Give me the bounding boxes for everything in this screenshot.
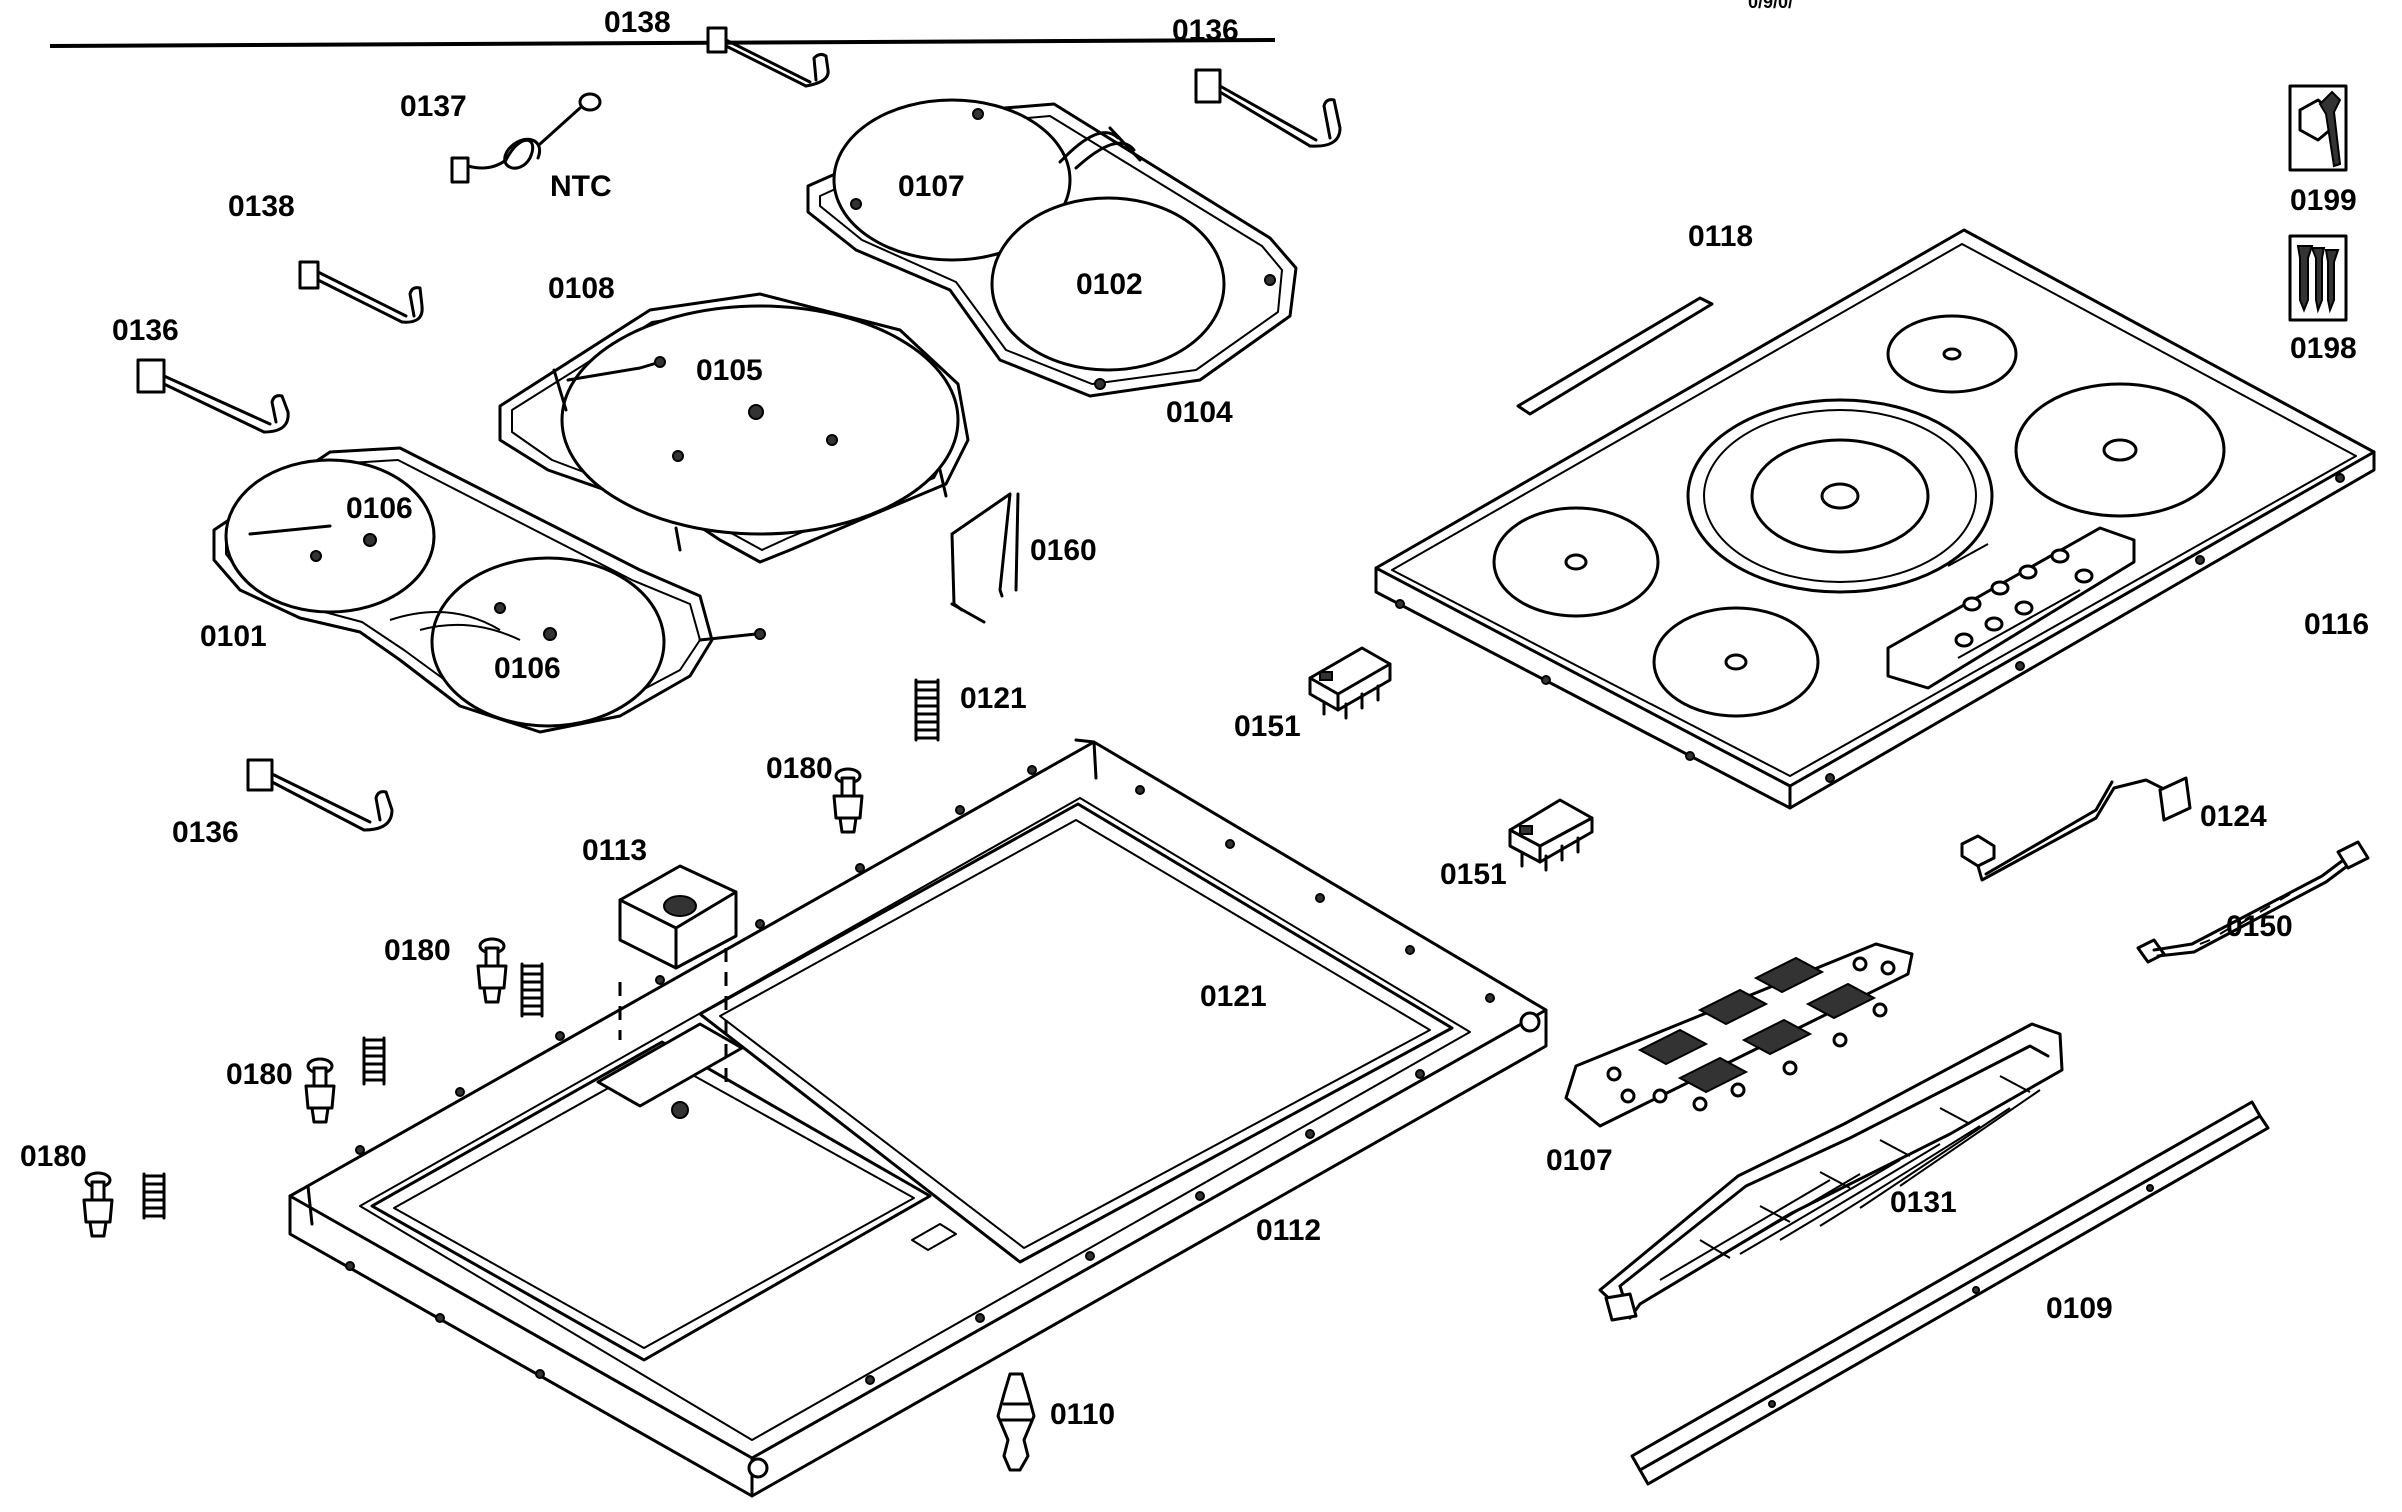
label-ntc: NTC (550, 170, 612, 203)
part-0180-foot-b[interactable] (476, 937, 508, 1004)
part-0113-bracket[interactable] (618, 864, 738, 970)
label-0106-a: 0106 (346, 492, 413, 525)
part-0136-bottom-wire[interactable] (246, 758, 394, 832)
label-0102: 0102 (1076, 268, 1143, 301)
label-0151-b: 0151 (1440, 858, 1507, 891)
label-0180-d: 0180 (20, 1140, 87, 1173)
part-0138-top-wire[interactable] (706, 26, 830, 88)
part-0101-heater-frame[interactable] (212, 446, 766, 734)
part-0150-wire[interactable] (2136, 840, 2370, 964)
part-0180-spring-a[interactable] (520, 962, 544, 1018)
label-0136-bottom: 0136 (172, 816, 239, 849)
part-0138-left-wire[interactable] (298, 260, 424, 324)
header-rule (49, 38, 1276, 48)
part-0180-foot-d[interactable] (82, 1171, 114, 1238)
label-0180-b: 0180 (384, 934, 451, 967)
label-0105: 0105 (696, 354, 763, 387)
part-0160-bracket[interactable] (950, 492, 1020, 624)
label-0121-a: 0121 (960, 682, 1027, 715)
label-0107-board: 0107 (1546, 1144, 1613, 1177)
part-0180-foot-c[interactable] (304, 1057, 336, 1124)
label-0136-left: 0136 (112, 314, 179, 347)
part-0151-clip-a[interactable] (1308, 646, 1392, 720)
label-0151-a: 0151 (1234, 710, 1301, 743)
part-0112-base-frame[interactable] (288, 738, 1548, 1498)
label-0108: 0108 (548, 272, 615, 305)
label-0124: 0124 (2200, 800, 2267, 833)
label-0110: 0110 (1050, 1398, 1115, 1431)
label-0138-left: 0138 (228, 190, 295, 223)
part-0107-circuit-board[interactable] (1564, 942, 1914, 1128)
label-0180-c: 0180 (226, 1058, 293, 1091)
label-0104: 0104 (1166, 396, 1233, 429)
part-0124-wire[interactable] (1960, 776, 2192, 882)
label-0113: 0113 (582, 834, 647, 867)
screws-icon (2288, 234, 2348, 322)
label-0109: 0109 (2046, 1292, 2113, 1325)
label-0138-top: 0138 (604, 6, 671, 39)
label-0118: 0118 (1688, 220, 1753, 253)
label-0107-top: 0107 (898, 170, 965, 203)
label-0160: 0160 (1030, 534, 1097, 567)
label-0150: 0150 (2226, 910, 2293, 943)
wrench-nut-icon (2288, 84, 2348, 172)
part-0121-spring-a[interactable] (914, 678, 940, 742)
part-0180-spring-b[interactable] (362, 1036, 386, 1086)
part-0180-foot-a[interactable] (832, 767, 864, 834)
part-0116-ceramic-glass-top[interactable] (1374, 228, 2376, 810)
part-0180-spring-c[interactable] (142, 1172, 166, 1220)
header-fragment: 0/9/0/ (1748, 0, 1793, 12)
part-0118-strip[interactable] (1516, 296, 1714, 416)
part-0137-ntc-sensor[interactable] (450, 92, 602, 184)
label-0101: 0101 (200, 620, 267, 653)
part-0105-heater-frame[interactable] (498, 292, 970, 564)
part-0136-left-wire[interactable] (136, 358, 290, 434)
label-0116: 0116 (2304, 608, 2369, 641)
label-0137: 0137 (400, 90, 467, 123)
label-0112: 0112 (1256, 1214, 1321, 1247)
part-0110-clip[interactable] (996, 1372, 1036, 1472)
label-0131: 0131 (1890, 1186, 1957, 1219)
part-0109-rail[interactable] (1630, 1100, 2270, 1486)
label-0198: 0198 (2290, 332, 2357, 365)
part-0131-housing[interactable] (1598, 1022, 2064, 1322)
label-0121-b: 0121 (1200, 980, 1267, 1013)
part-0104-heater-frame[interactable] (806, 98, 1298, 398)
label-0199: 0199 (2290, 184, 2357, 217)
label-0180-a: 0180 (766, 752, 833, 785)
label-0136-top: 0136 (1172, 14, 1239, 47)
label-0106-b: 0106 (494, 652, 561, 685)
part-0151-clip-b[interactable] (1508, 798, 1594, 872)
part-0136-top-wire[interactable] (1194, 68, 1342, 148)
